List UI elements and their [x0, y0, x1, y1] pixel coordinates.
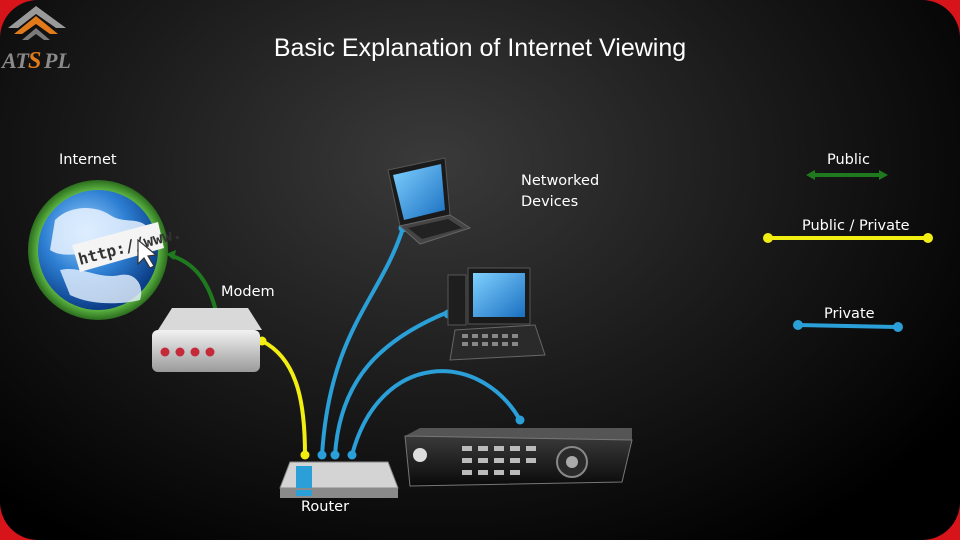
cable-dvr-router	[350, 369, 522, 457]
networked-devices-label-line1: Networked	[521, 173, 600, 189]
cable-laptop-router	[320, 226, 405, 457]
arrow-head	[166, 250, 176, 260]
networked-devices-label-line2: Devices	[521, 194, 579, 210]
atspl-logo: AT S PL	[0, 6, 71, 74]
modem-label: Modem	[221, 284, 275, 300]
router-label: Router	[301, 499, 350, 515]
page-title: Basic Explanation of Internet Viewing	[273, 34, 687, 62]
svg-text:S: S	[28, 48, 41, 74]
legend-public-label: Public	[827, 152, 870, 168]
laptop-icon	[387, 157, 472, 245]
cable-modem-router	[260, 339, 307, 457]
modem-icon	[152, 308, 262, 372]
svg-text:PL: PL	[43, 48, 71, 73]
internet-label: Internet	[59, 152, 117, 168]
legend-private-label: Private	[824, 306, 875, 322]
endpoint	[347, 450, 357, 460]
endpoint	[300, 450, 310, 460]
cable-desktop-router	[333, 310, 450, 457]
legend-public-private-label: Public / Private	[802, 218, 910, 234]
endpoint	[317, 450, 327, 460]
desktop-computer-icon	[447, 267, 546, 361]
endpoint	[515, 415, 525, 425]
private-cables	[320, 226, 522, 457]
router-icon	[279, 461, 399, 498]
legend-public-line	[806, 170, 888, 180]
svg-text:AT: AT	[0, 48, 30, 73]
dvr-icon	[404, 428, 633, 487]
endpoint	[330, 450, 340, 460]
legend-private-line	[793, 320, 903, 332]
globe-icon: http://www.	[28, 180, 183, 320]
legend-public-private-line	[763, 233, 933, 243]
